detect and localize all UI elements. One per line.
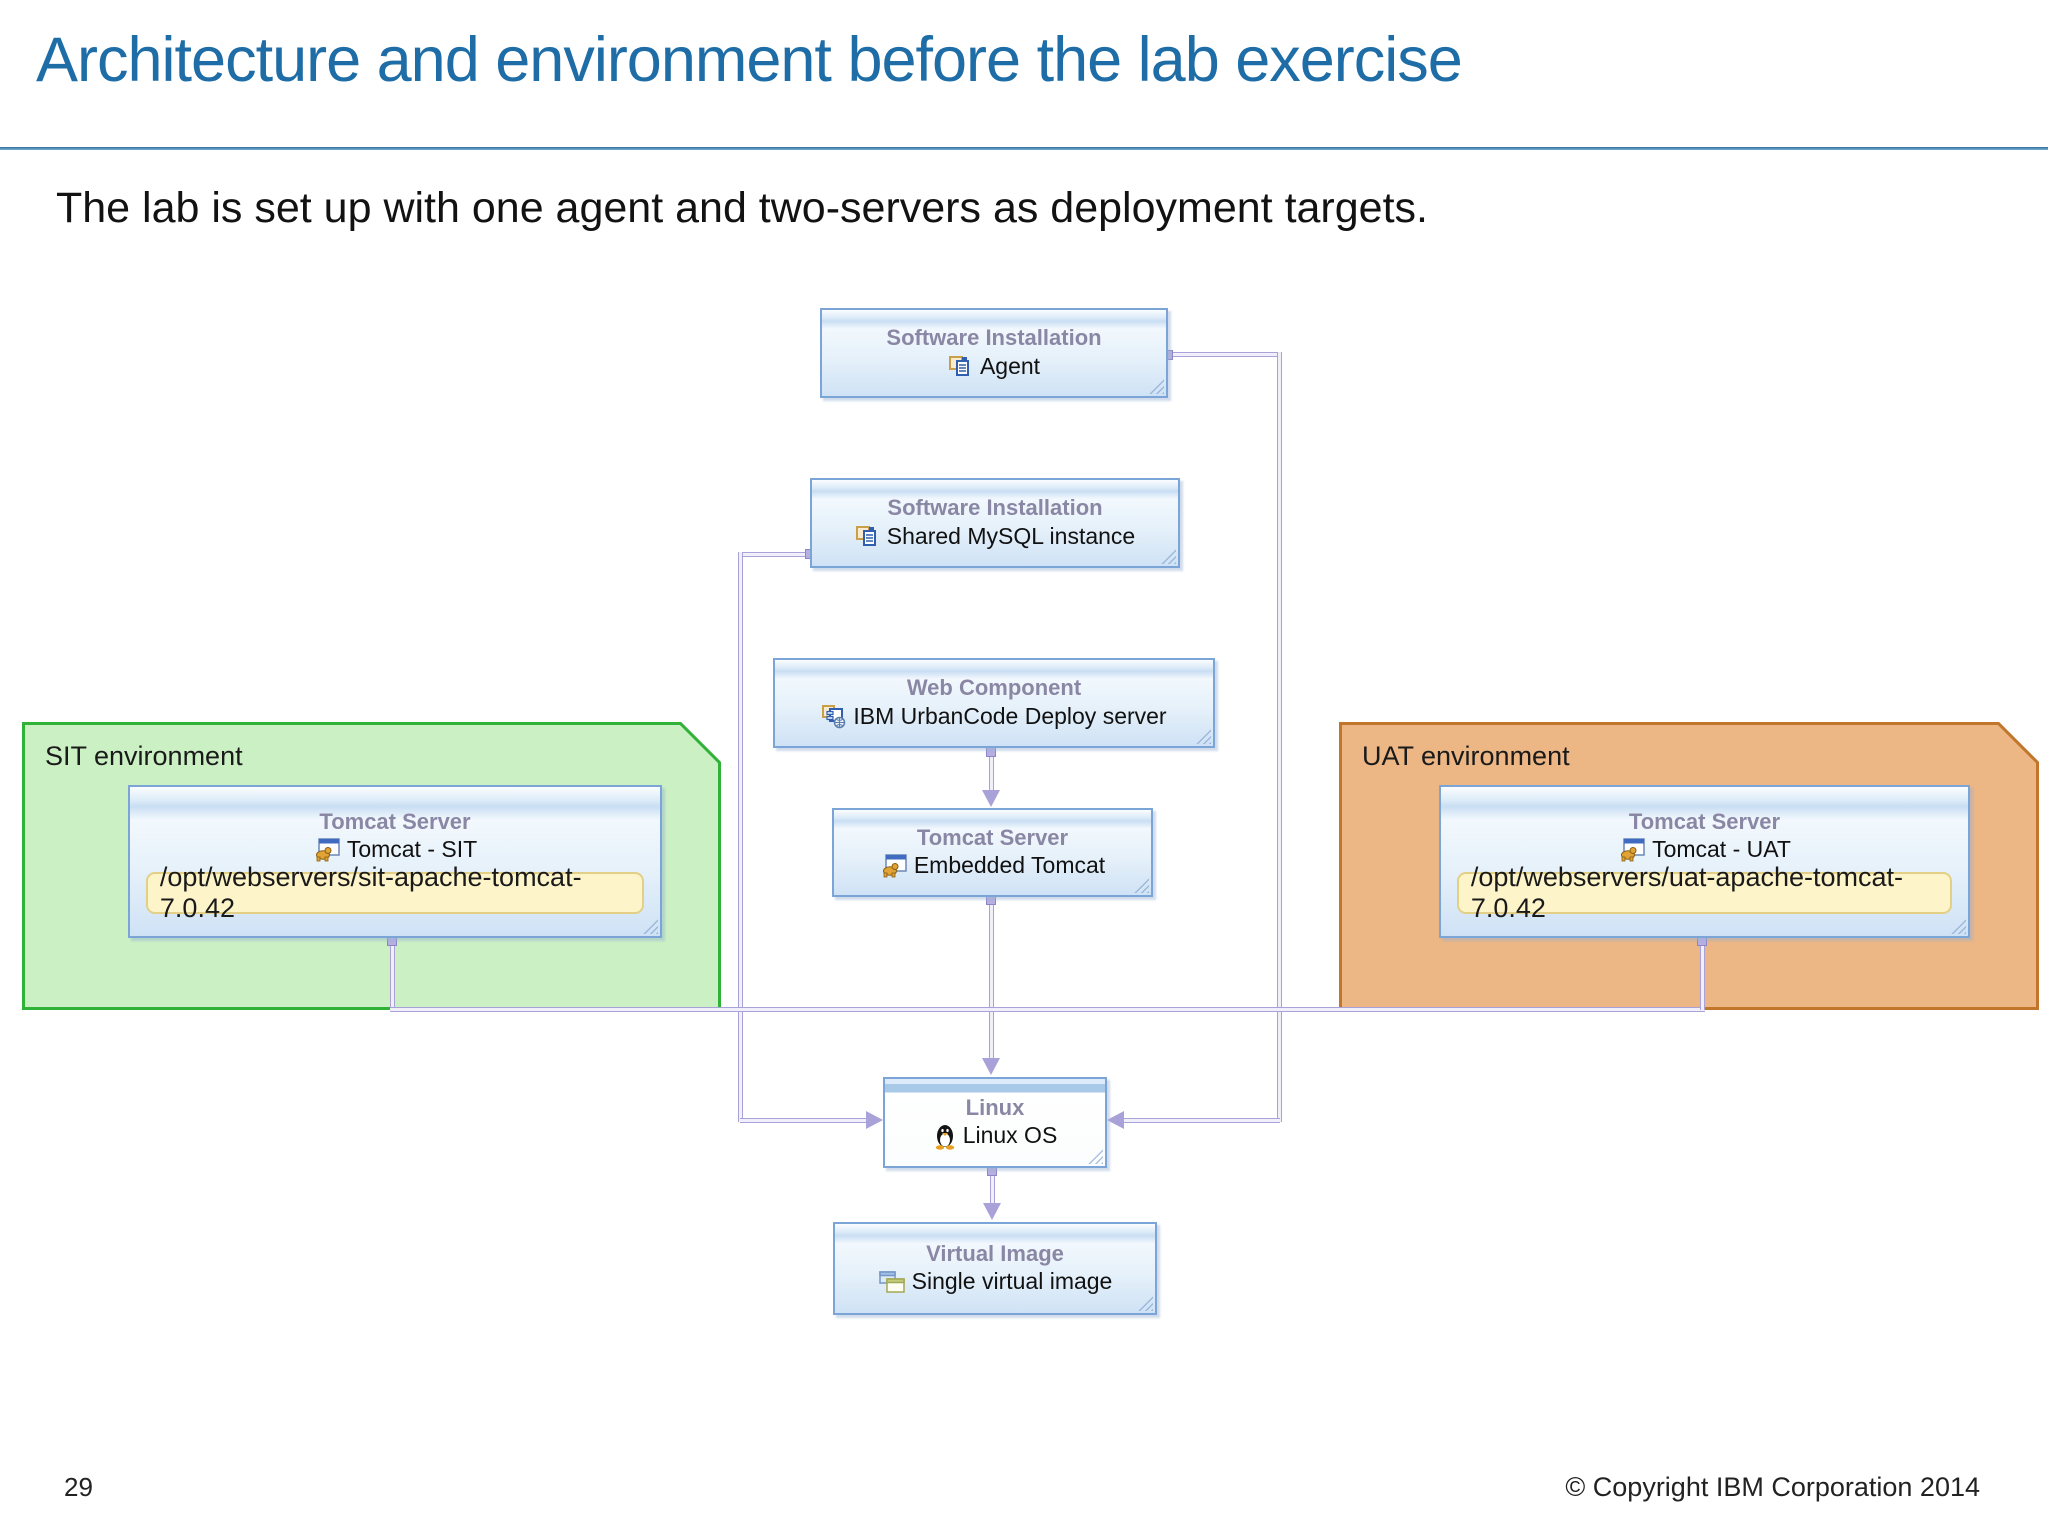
connector-tomcat-to-linux [989,898,994,1062]
connector-uat-drop [1700,940,1705,1010]
arrowhead-into-linux-left [866,1111,883,1129]
web-component-icon [821,703,847,729]
node-stereotype: Tomcat Server [319,808,471,834]
connector-mysql-out [738,552,812,557]
sit-tomcat-home-field: /opt/webservers/sit-apache-tomcat-7.0.42 [145,862,645,923]
connector-bus [390,1007,1705,1012]
node-label: IBM UrbanCode Deploy server [853,702,1167,729]
node-shared-mysql: Software Installation Shared MySQL insta… [810,478,1180,568]
copyright-notice: © Copyright IBM Corporation 2014 [1565,1472,1980,1502]
sit-environment-label: SIT environment [45,741,243,771]
slide-subtitle: The lab is set up with one agent and two… [56,184,1428,232]
tomcat-icon [880,853,908,879]
connector-sit-drop [390,940,395,1010]
node-embedded-tomcat: Tomcat Server Embedded Tomcat [832,808,1153,897]
uat-environment-label: UAT environment [1362,741,1570,771]
title-divider [0,147,2048,150]
connector-endpoint-web [986,747,996,757]
software-installation-icon [855,523,881,549]
node-virtual-image: Virtual Image Single virtual image [833,1222,1157,1315]
tomcat-icon [1618,837,1646,863]
node-label: Embedded Tomcat [913,852,1106,879]
node-stereotype: Software Installation [887,495,1103,521]
node-stereotype: Software Installation [886,325,1102,351]
connector-web-to-tomcat [989,750,994,794]
connector-agent-out [1168,352,1282,357]
linux-penguin-icon [933,1122,957,1150]
page-title: Architecture and environment before the … [36,25,1463,95]
arrowhead-into-virtual-image [983,1203,1001,1220]
arrowhead-into-linux-right [1107,1111,1124,1129]
connector-into-linux-right [1122,1118,1280,1123]
node-stereotype: Web Component [906,675,1082,701]
folded-corner-icon [1997,722,2039,764]
uat-tomcat-home-field: /opt/webservers/uat-apache-tomcat-7.0.42 [1456,862,1953,923]
node-tomcat-uat: Tomcat Server Tomcat - UAT /opt/webserve… [1439,785,1970,938]
node-label: Tomcat - SIT [346,836,478,863]
node-stereotype: Virtual Image [926,1240,1064,1266]
node-stereotype: Linux [965,1094,1025,1120]
arrowhead-into-linux-top [982,1058,1000,1075]
node-linux: Linux Linux OS [883,1077,1107,1168]
folded-corner-icon [679,722,721,764]
node-label: Shared MySQL instance [886,522,1136,549]
node-agent: Software Installation Agent [820,308,1168,398]
connector-left-vertical [738,552,743,1122]
connector-linux-to-virtual-image [990,1169,995,1207]
node-label: Linux OS [962,1122,1058,1149]
connector-into-linux-left [740,1118,867,1123]
node-label: Tomcat - UAT [1652,836,1791,863]
tomcat-icon [313,837,341,863]
page-number: 29 [64,1472,93,1502]
node-stereotype: Tomcat Server [1628,808,1781,834]
connector-right-vertical [1277,352,1282,1122]
node-label: Single virtual image [911,1268,1113,1295]
node-label: Agent [979,352,1041,379]
arrowhead-into-tomcat [982,790,1000,807]
node-ucd-server: Web Component IBM UrbanCode Deploy serve… [773,658,1215,748]
node-stereotype: Tomcat Server [916,824,1069,850]
software-installation-icon [948,353,974,379]
node-tomcat-sit: Tomcat Server Tomcat - SIT /opt/webserve… [128,785,662,938]
virtual-image-icon [878,1269,906,1295]
